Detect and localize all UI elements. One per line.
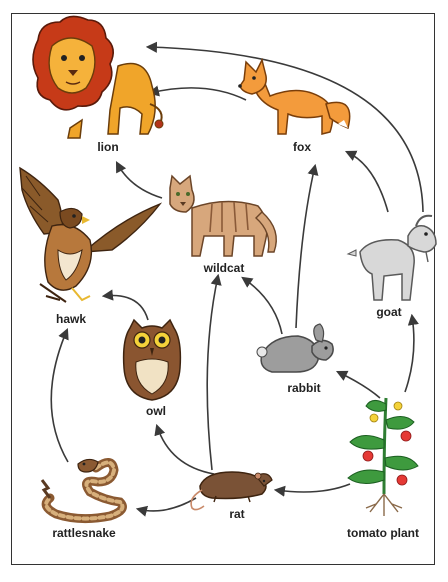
edge-rat-to-rattlesnake bbox=[135, 497, 197, 517]
edge-owl-to-hawk bbox=[101, 289, 149, 321]
edge-fox-to-lion bbox=[147, 85, 247, 101]
label-rat: rat bbox=[229, 507, 244, 521]
edge-rattlesnake-to-hawk bbox=[50, 327, 69, 463]
edge-goat-to-fox bbox=[344, 150, 389, 213]
label-wildcat: wildcat bbox=[203, 261, 245, 275]
edge-goat-to-lion bbox=[145, 41, 424, 213]
hawk-icon bbox=[19, 166, 163, 303]
label-rattlesnake: rattlesnake bbox=[52, 526, 116, 540]
label-hawk: hawk bbox=[56, 312, 86, 326]
edge-rabbit-to-wildcat bbox=[241, 276, 283, 335]
label-goat: goat bbox=[376, 305, 401, 319]
label-owl: owl bbox=[146, 404, 166, 418]
label-fox: fox bbox=[293, 140, 311, 154]
edge-rat-to-owl bbox=[154, 423, 215, 475]
label-lion: lion bbox=[97, 140, 118, 154]
fox-icon bbox=[238, 57, 351, 135]
wildcat-icon bbox=[169, 174, 277, 257]
edge-wildcat-to-lion bbox=[115, 161, 163, 199]
label-rabbit: rabbit bbox=[287, 381, 320, 395]
rat-icon bbox=[190, 471, 273, 511]
rabbit-icon bbox=[256, 323, 334, 373]
label-tomato-plant: tomato plant bbox=[347, 526, 419, 540]
edge-rat-to-wildcat bbox=[206, 273, 222, 471]
lion-icon bbox=[32, 15, 164, 139]
edge-tomato-plant-to-goat bbox=[404, 313, 419, 393]
tomato-plant-icon bbox=[347, 397, 419, 516]
edge-tomato-plant-to-rabbit bbox=[335, 370, 381, 399]
goat-icon bbox=[346, 214, 437, 301]
owl-icon bbox=[122, 318, 182, 401]
arrows bbox=[50, 41, 424, 517]
edge-rabbit-to-fox bbox=[295, 163, 319, 329]
edge-tomato-plant-to-rat bbox=[273, 483, 351, 497]
rattlesnake-icon bbox=[40, 458, 127, 524]
